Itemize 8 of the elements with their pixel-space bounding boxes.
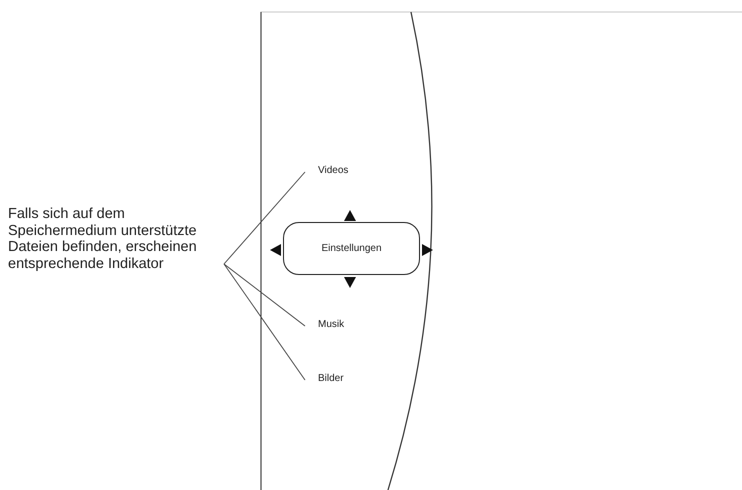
menu-label: Bilder [318, 372, 345, 386]
leader-line [224, 172, 306, 264]
leader-line [224, 264, 306, 326]
menu-label: Musik [318, 318, 346, 332]
leader-line [224, 264, 306, 380]
menu-label: Videos [318, 164, 350, 178]
menu-button: Einstellungen [283, 222, 420, 275]
callout-text: Falls sich auf dem Speichermedium unterstützte Dateien befinden, erscheinen entsprechende Indikator [8, 206, 198, 272]
